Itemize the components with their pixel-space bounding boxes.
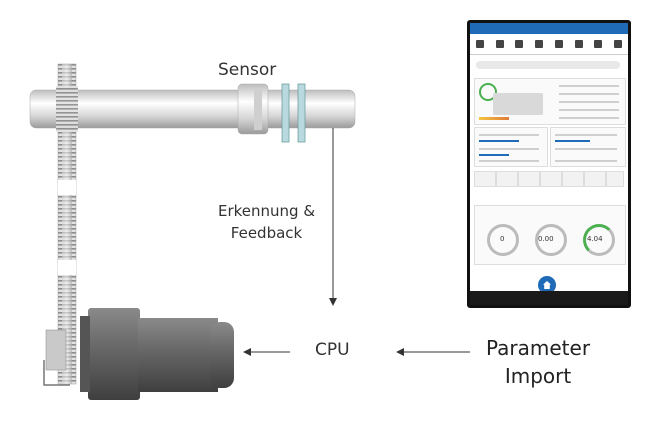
tablet-grid-cell <box>518 171 540 187</box>
tablet-bottom-bar <box>470 291 628 305</box>
feedback-label-line1: Erkennung & <box>218 202 316 220</box>
parameter-label-line1: Parameter <box>486 336 591 360</box>
tablet-toolbar <box>470 34 628 55</box>
gear-shaft-icon <box>29 83 356 135</box>
tablet-gauge-panel: 0 0.00 4.04 <box>474 205 626 265</box>
sensor-ring-icon <box>281 83 306 143</box>
motor-icon <box>43 308 234 400</box>
tablet-stats-left <box>474 127 548 167</box>
gauge-2-value: 0.00 <box>538 235 554 243</box>
spur-gear-icon <box>57 63 77 385</box>
toolbar-icon <box>535 40 544 48</box>
gauge-1-value: 0 <box>500 235 505 243</box>
toolbar-icon <box>475 40 484 48</box>
tablet-grid-cell <box>474 171 496 187</box>
tablet-stats-right <box>550 127 626 167</box>
tablet-machine-card <box>474 78 626 125</box>
toolbar-icon <box>495 40 504 48</box>
sensor-label: Sensor <box>218 60 277 80</box>
tablet-search-bar <box>476 61 620 69</box>
gauge-1 <box>487 224 519 256</box>
toolbar-icon <box>574 40 583 48</box>
tablet-status-bar <box>470 23 628 34</box>
tablet-grid-cell <box>496 171 518 187</box>
cpu-label: CPU <box>315 340 350 360</box>
toolbar-icon <box>614 40 623 48</box>
tablet-grid-cell <box>540 171 562 187</box>
tablet-screen: 0 0.00 4.04 <box>467 20 631 308</box>
gauge-2 <box>535 224 567 256</box>
toolbar-icon <box>515 40 524 48</box>
toolbar-icon <box>594 40 603 48</box>
gauge-3-value: 4.04 <box>587 235 603 243</box>
toolbar-icon <box>554 40 563 48</box>
tablet-grid-cell <box>606 171 624 187</box>
tablet-grid-cell <box>584 171 606 187</box>
parameter-label-line2: Import <box>504 364 572 388</box>
tablet-grid-cell <box>562 171 584 187</box>
gauge-3 <box>583 224 615 256</box>
home-icon[interactable] <box>538 276 556 294</box>
parameter-import-label: Parameter Import <box>486 334 590 390</box>
feedback-label: Erkennung & Feedback <box>218 200 315 244</box>
feedback-label-line2: Feedback <box>230 224 303 242</box>
